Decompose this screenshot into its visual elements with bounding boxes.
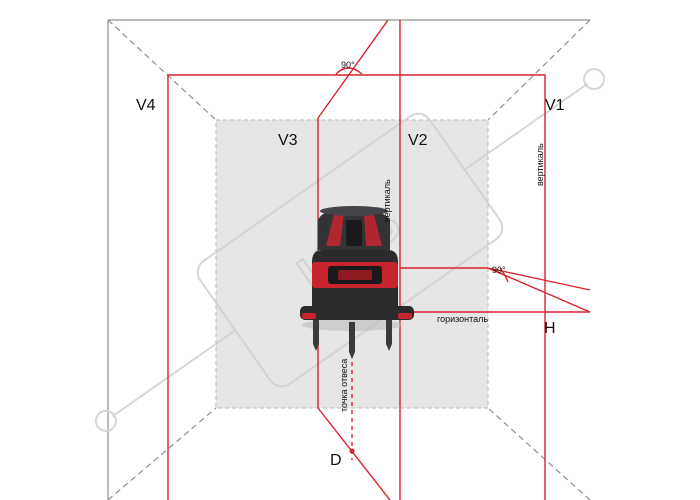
laser-v3-floor [317,407,391,500]
label-plumb-point: точка отвеса [339,358,349,412]
room-edge-diag-tl [107,19,217,121]
label-vertical-left: вертикаль [382,179,392,222]
label-vertical-right: вертикаль [535,143,545,186]
label-v4: V4 [136,97,156,114]
device-top [320,206,388,216]
label-angle-right: 90° [492,265,506,275]
room-edge-diag-br [487,407,591,500]
device-feet [313,318,392,359]
watermark-logo [94,68,606,432]
angle-arc-top [335,67,363,75]
label-d: D [330,452,342,469]
label-angle-top: 90° [341,60,355,70]
label-horizontal: горизонталь [437,314,489,324]
room-edge-diag-bl [107,407,217,500]
laser-lines [167,19,591,500]
label-v2: V2 [408,132,428,149]
laser-frame-top [167,74,546,500]
plumb-dot [349,448,355,454]
label-v1: V1 [545,97,565,114]
laser-level-device [300,206,414,359]
angle-arc-right [499,267,509,283]
label-h: H [544,320,556,337]
room-edges [107,19,591,500]
label-v3: V3 [278,132,298,149]
room-edge-diag-tr [487,19,591,121]
laser-h-right-2 [487,267,591,291]
device-base [300,306,414,320]
